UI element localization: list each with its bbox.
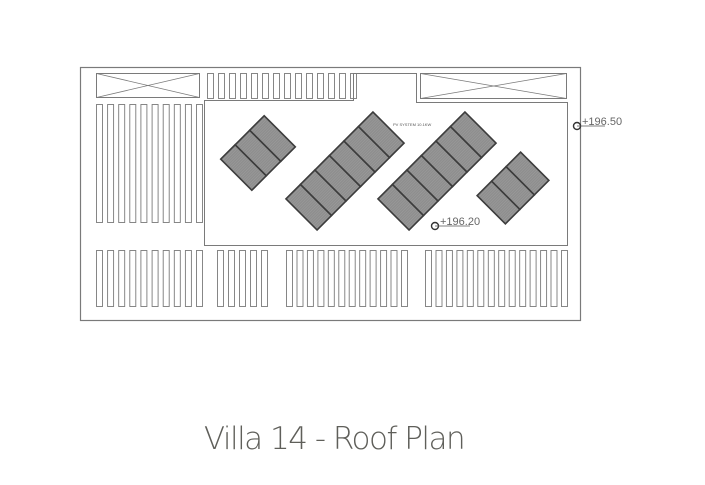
roof-slat xyxy=(129,104,137,223)
roof-slat xyxy=(118,250,126,307)
pv-module xyxy=(357,110,406,159)
raised-roof-area xyxy=(204,73,568,246)
roof-slat xyxy=(327,250,335,307)
elevation-marker-high: +196.50 xyxy=(572,116,622,131)
roof-slat xyxy=(250,250,257,307)
roof-slat xyxy=(96,104,103,223)
roof-slat xyxy=(425,250,432,307)
roof-slat xyxy=(162,104,170,223)
roof-outline xyxy=(79,66,582,322)
roof-slat xyxy=(261,250,268,307)
roof-slat xyxy=(284,73,291,99)
roof-slat xyxy=(217,250,224,307)
roof-slat xyxy=(359,250,367,307)
roof-slat xyxy=(519,250,527,307)
roof-slat xyxy=(348,250,356,307)
roof-slat xyxy=(529,250,537,307)
roof-slat xyxy=(306,250,314,307)
roof-slat xyxy=(369,250,377,307)
roof-slat xyxy=(140,250,148,307)
roof-slat xyxy=(196,250,203,307)
roof-slat xyxy=(328,73,335,99)
roof-slat xyxy=(151,250,159,307)
skylight-right xyxy=(420,73,567,99)
roof-slat xyxy=(96,250,103,307)
roof-slat xyxy=(508,250,516,307)
roof-slat xyxy=(350,73,357,99)
pv-module xyxy=(248,114,297,163)
roof-slat xyxy=(118,104,126,223)
roof-slat xyxy=(317,250,325,307)
roof-slat xyxy=(561,250,568,307)
pv-panel-array xyxy=(475,150,551,226)
roof-slat xyxy=(435,250,443,307)
roof-slat xyxy=(140,104,148,223)
roof-slat xyxy=(550,250,558,307)
roof-slat xyxy=(184,104,192,223)
roof-slat xyxy=(445,250,453,307)
roof-slat xyxy=(273,73,280,99)
roof-slat xyxy=(251,73,258,99)
roof-slat xyxy=(218,73,225,99)
roof-slat xyxy=(107,104,115,223)
roof-slat xyxy=(184,250,192,307)
roof-slat xyxy=(540,250,548,307)
pv-module xyxy=(504,150,551,197)
roof-slat xyxy=(173,250,181,307)
roof-slat xyxy=(296,250,304,307)
roof-slat xyxy=(196,104,203,223)
roof-slat xyxy=(107,250,115,307)
roof-slat xyxy=(228,250,235,307)
pv-system-label: PV SYSTEM 10.1KW xyxy=(393,122,431,127)
roof-slat xyxy=(487,250,495,307)
elevation-marker-low: +196.20 xyxy=(430,216,480,231)
roof-slat xyxy=(229,73,236,99)
roof-slat xyxy=(390,250,398,307)
roof-slat xyxy=(317,73,324,99)
roof-slat xyxy=(456,250,464,307)
roof-slat xyxy=(262,73,269,99)
roof-slat xyxy=(173,104,181,223)
roof-slat xyxy=(286,250,293,307)
elevation-low-text: +196.20 xyxy=(440,216,480,228)
roof-slat xyxy=(162,250,170,307)
roof-slat xyxy=(477,250,485,307)
drawing-title: Villa 14 - Roof Plan xyxy=(203,421,466,457)
pv-module xyxy=(449,110,498,159)
pv-panel-array xyxy=(376,110,498,232)
roof-slat xyxy=(151,104,159,223)
skylight-left xyxy=(96,73,200,98)
pv-panel-array xyxy=(284,110,406,232)
elevation-high-text: +196.50 xyxy=(582,116,622,128)
roof-slat xyxy=(339,73,346,99)
roof-slat xyxy=(295,73,302,99)
roof-slat xyxy=(306,73,313,99)
roof-slat xyxy=(239,250,246,307)
roof-slat xyxy=(207,73,214,99)
pv-panel-array xyxy=(219,114,297,192)
roof-slat xyxy=(380,250,388,307)
roof-slat xyxy=(498,250,506,307)
roof-slat xyxy=(401,250,408,307)
roof-slat xyxy=(466,250,474,307)
roof-slat xyxy=(240,73,247,99)
roof-slat xyxy=(129,250,137,307)
roof-slat xyxy=(338,250,346,307)
